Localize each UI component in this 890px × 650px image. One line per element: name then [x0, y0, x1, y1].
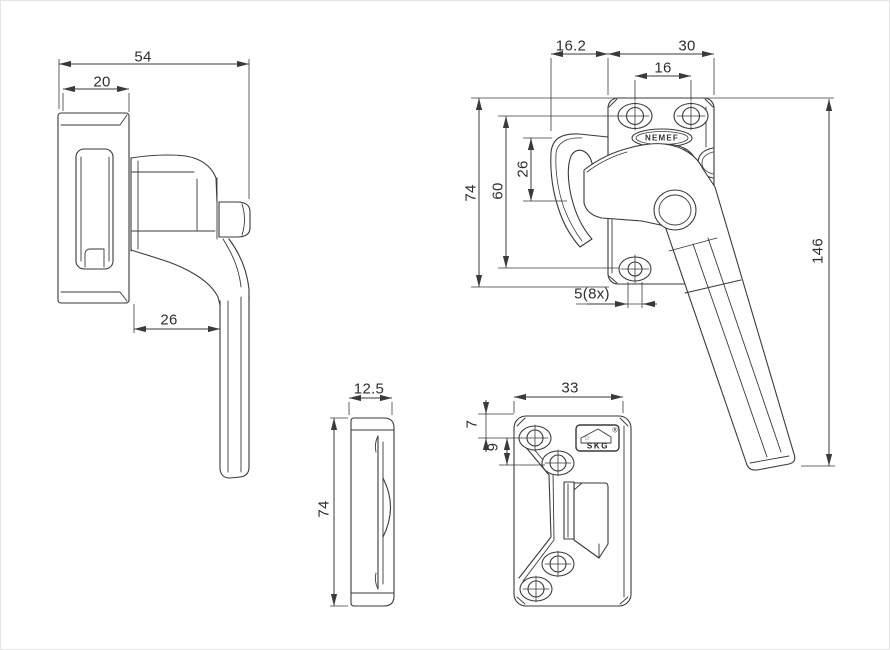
- dim-handle-front-hole-dia: 5(8x): [574, 285, 610, 303]
- dim-keeper-side-depth: 12.5: [353, 380, 385, 398]
- dim-handle-front-hook-height: 26: [514, 160, 532, 178]
- dim-handle-front-plate-width: 30: [678, 37, 696, 55]
- dim-handle-front-plate-height: 74: [462, 184, 480, 202]
- skg-star-icon: ☆: [583, 435, 591, 442]
- view-handle-side: [57, 112, 251, 479]
- nemef-brand-badge: NEMEF: [645, 133, 679, 143]
- dim-keeper-front-width: 33: [561, 379, 579, 397]
- dim-handle-front-hole-pitch: 60: [489, 182, 507, 200]
- dimension-lines: [58, 50, 835, 607]
- dim-handle-front-overall-length: 146: [809, 238, 827, 264]
- view-handle-front: [550, 97, 796, 471]
- dim-handle-front-hook-offset: 16.2: [555, 37, 587, 55]
- dim-keeper-front-edge-to-hole: 7: [463, 419, 481, 429]
- dim-handle-side-overall-depth: 54: [134, 48, 152, 66]
- view-keeper-front: [513, 415, 632, 607]
- dim-handle-side-plate-depth: 20: [93, 73, 111, 91]
- dim-handle-side-grip-clearance: 26: [160, 311, 178, 329]
- dim-handle-front-hole-spacing: 16: [654, 59, 672, 77]
- skg-cert-label: SKG: [586, 441, 610, 451]
- registered-trademark-icon: ®: [612, 427, 618, 435]
- view-keeper-side: [350, 417, 395, 607]
- dim-keeper-side-height: 74: [315, 500, 333, 518]
- dim-keeper-front-hole-pitch: 9: [484, 442, 502, 452]
